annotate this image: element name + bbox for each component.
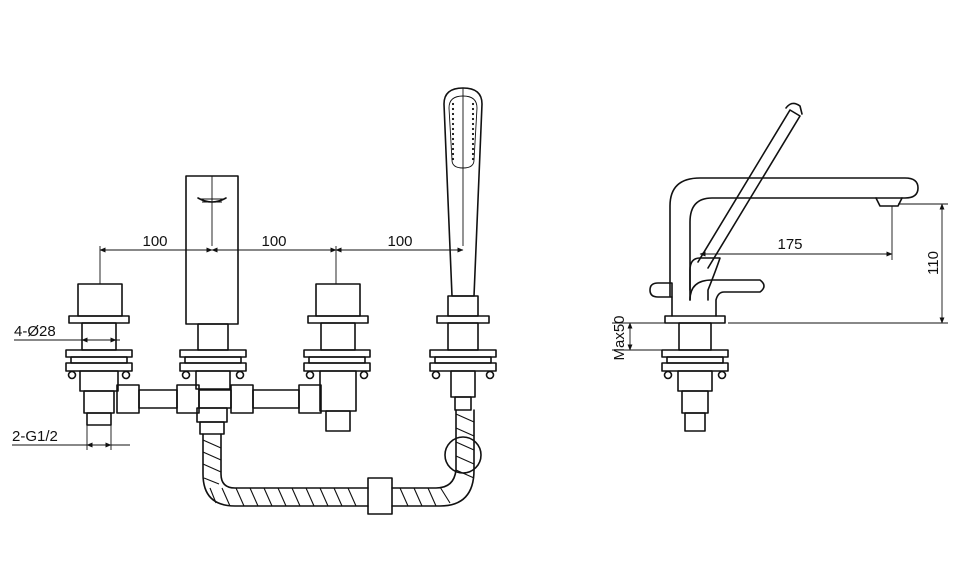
spout-washer: [179, 349, 247, 358]
spray-nozzle-dot: [471, 152, 475, 156]
spout-nut: [179, 362, 247, 372]
side-dimensions: 175 110 Max50: [611, 203, 948, 361]
left-valve-washer: [65, 349, 133, 358]
spray-nozzle-dot: [451, 127, 455, 131]
left-valve-inlet-thread: [86, 412, 112, 426]
hose-assembly: [116, 384, 482, 515]
spray-nozzle-dot: [471, 132, 475, 136]
spray-nozzle-dot: [451, 152, 455, 156]
spray-nozzle-dot: [471, 102, 475, 106]
spray-nozzle-dot: [471, 157, 475, 161]
left-valve-nut: [65, 362, 133, 372]
diverter-outlet: [196, 407, 228, 423]
hand-shower-spray-face: [448, 95, 478, 169]
spray-nozzles: [451, 102, 475, 161]
hand-shower-head: [443, 87, 483, 297]
hose-weight: [444, 436, 482, 474]
hose-coupling: [367, 477, 393, 515]
spray-nozzle-dot: [451, 142, 455, 146]
spray-nozzle-dot: [471, 142, 475, 146]
front-dimensions: 100 100 100 4-Ø28 2-G1/2: [12, 88, 464, 450]
left-valve-thread: [81, 322, 117, 351]
spray-nozzle-dot: [471, 122, 475, 126]
connector-nut-4: [298, 384, 322, 414]
right-valve-outlet: [325, 410, 351, 432]
spray-nozzle-dot: [471, 117, 475, 121]
connector-nut-1: [116, 384, 140, 414]
braided-hose-2: [252, 389, 300, 409]
hand-shower-nut: [429, 362, 497, 372]
side-body: [677, 370, 713, 392]
spout-thread: [197, 323, 229, 351]
side-handle-knob: [649, 282, 673, 298]
hand-shower-collar: [447, 295, 479, 317]
hand-shower-flange: [436, 315, 490, 324]
side-inlet-thread: [684, 412, 706, 432]
left-valve-handle: [77, 283, 123, 317]
hand-shower-thread: [447, 322, 479, 351]
spray-nozzle-dot: [471, 112, 475, 116]
side-aerator: [875, 197, 903, 207]
center-spout: [179, 175, 247, 390]
side-flange: [664, 315, 726, 324]
spray-nozzle-dot: [451, 137, 455, 141]
spray-nozzle-dot: [451, 122, 455, 126]
spray-nozzle-dot: [471, 127, 475, 131]
right-valve-flange: [307, 315, 369, 324]
left-valve-lower-body: [83, 390, 115, 414]
dim-hole-diameter-label: 4-Ø28: [14, 323, 56, 340]
dim-spacing-2-label: 100: [261, 233, 286, 250]
spray-nozzle-dot: [451, 112, 455, 116]
braided-hose-1: [138, 389, 178, 409]
dim-spout-height-label: 110: [925, 251, 942, 275]
spray-nozzle-dot: [451, 102, 455, 106]
side-spout-profile: [669, 177, 919, 297]
side-view: [649, 102, 919, 432]
dim-thread-label: 2-G1/2: [12, 428, 58, 445]
side-hand-shower: [697, 109, 801, 269]
spray-nozzle-dot: [451, 157, 455, 161]
dim-max-deck-label: Max50: [611, 315, 628, 360]
left-valve: [65, 283, 133, 426]
braided-hose-4: [399, 413, 475, 507]
left-valve-body: [79, 370, 119, 392]
left-valve-flange: [68, 315, 130, 324]
side-lever: [689, 279, 765, 317]
dim-spacing-1-label: 100: [142, 233, 167, 250]
spray-nozzle-dot: [471, 147, 475, 151]
side-nut: [661, 362, 729, 372]
right-valve-handle: [315, 283, 361, 317]
hand-shower-body: [450, 370, 476, 398]
left-valve-washer-2: [70, 356, 128, 364]
braided-hose-3: [202, 439, 357, 507]
connector-nut-3: [230, 384, 254, 414]
spray-nozzle-dot: [451, 107, 455, 111]
spray-nozzle-dot: [471, 137, 475, 141]
side-thread: [678, 322, 712, 351]
spray-nozzle-dot: [451, 147, 455, 151]
right-valve-nut: [303, 362, 371, 372]
spray-nozzle-dot: [471, 107, 475, 111]
right-valve-thread: [320, 322, 356, 351]
right-valve-body: [319, 370, 357, 412]
spray-nozzle-dot: [451, 117, 455, 121]
right-valve: [303, 283, 371, 432]
dim-spout-reach-label: 175: [777, 236, 802, 253]
spray-nozzle-dot: [451, 132, 455, 136]
dim-spacing-3-label: 100: [387, 233, 412, 250]
hand-shower: [429, 87, 497, 398]
